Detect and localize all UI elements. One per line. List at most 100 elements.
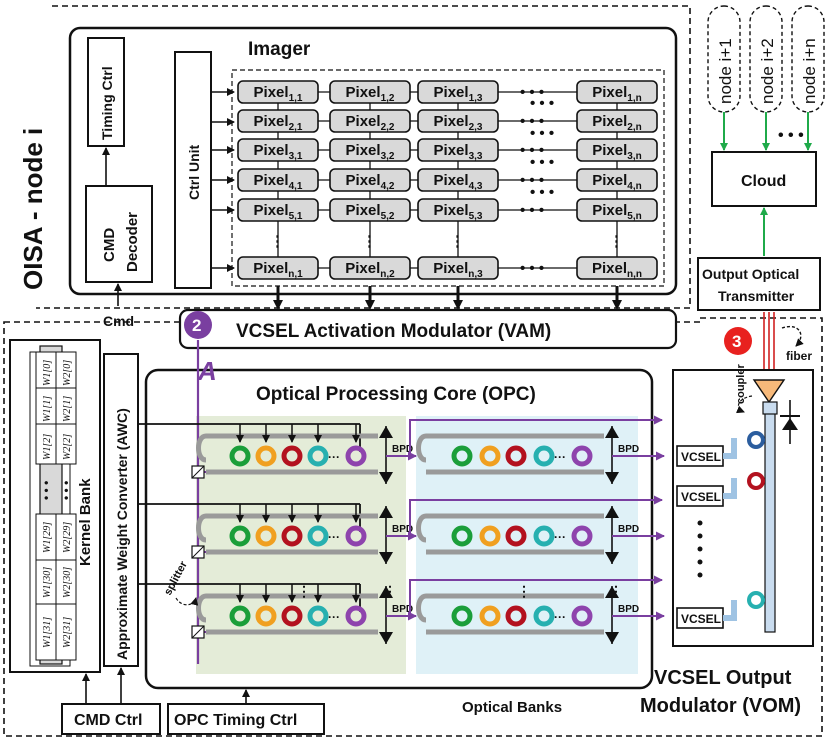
- bank-row: ···BPD···BPD: [138, 583, 665, 644]
- kernel-cell: W1[30]W2[30]: [35, 559, 77, 605]
- lower-boundary: [3, 317, 823, 737]
- bpd-label: BPD: [392, 604, 413, 615]
- pixel-label: Pixel5,3: [434, 202, 483, 222]
- microring: [345, 445, 367, 467]
- pixel-cell: Pixel3,1: [237, 138, 319, 162]
- pixel-label: Pixel5,n: [592, 202, 641, 222]
- row-vdots: ⋮: [383, 583, 397, 599]
- microring: [533, 605, 555, 627]
- kernel-cell: W1[1]W2[1]: [35, 387, 77, 425]
- microring: [505, 445, 527, 467]
- pixel-label: Pixel1,n: [592, 84, 641, 104]
- cmd-decoder-line2: Decoder: [124, 212, 141, 272]
- microring: [479, 605, 501, 627]
- cmd-decoder-line1: CMD: [101, 228, 118, 262]
- kernel-weight: W2[30]: [62, 567, 73, 598]
- microring: [281, 445, 303, 467]
- node-i2-box: [749, 5, 783, 113]
- microring: [281, 605, 303, 627]
- microring: [571, 445, 593, 467]
- vcsel-1: VCSEL: [676, 431, 765, 467]
- pixel-label: Pixeln,1: [253, 260, 303, 280]
- bpd-label: BPD: [618, 444, 639, 455]
- badge-2-label: 2: [192, 316, 201, 335]
- pixel-vdots: ⋮: [270, 233, 285, 250]
- pixel-label: Pixel4,n: [592, 172, 641, 192]
- pixel-cell: Pixel2,2: [329, 109, 411, 133]
- microring: [307, 445, 329, 467]
- bpd-icon: [379, 552, 393, 564]
- pixel-cell: Pixel3,3: [417, 138, 499, 162]
- microring: [255, 445, 277, 467]
- coupler-label: coupler: [735, 364, 747, 404]
- node-in-label: node i+n: [800, 38, 819, 104]
- kernel-ellipsis: • • •: [59, 481, 73, 500]
- pixel-cell: Pixel1,n: [576, 80, 658, 104]
- node-i2-label: node i+2: [758, 38, 777, 104]
- pixel-cell: Pixel1,1: [237, 80, 319, 104]
- coupler: [752, 379, 786, 404]
- svg-text:VCSEL: VCSEL: [681, 490, 721, 504]
- kernel-cell: W1[31]W2[31]: [35, 603, 77, 661]
- vom-dots: [697, 520, 703, 578]
- transmitter-box: [697, 257, 821, 311]
- optical-banks-label: Optical Banks: [462, 699, 562, 716]
- transmitter-line1: Output Optical: [702, 266, 799, 282]
- pixel-cell: Pixel4,1: [237, 168, 319, 192]
- pixel-cell: Pixeln,2: [329, 256, 411, 280]
- cloud-box: [711, 151, 817, 207]
- vom-label-line2: Modulator (VOM): [640, 695, 801, 717]
- node-in-box: [791, 5, 825, 113]
- kernel-weight-cells: W1[0]W2[0]W1[1]W2[1]W1[2]W2[2]W1[29]W2[2…: [29, 345, 77, 667]
- microring: [229, 605, 251, 627]
- ctrl-unit-label: Ctrl Unit: [186, 144, 202, 200]
- pixel-label: Pixel3,1: [254, 142, 303, 162]
- vom-label-line1: VCSEL Output: [654, 667, 792, 689]
- row-vdots: ⋮: [517, 583, 531, 599]
- cmd-label: Cmd: [103, 313, 134, 329]
- opc-timing-label: OPC Timing Ctrl: [174, 712, 297, 729]
- kernel-bank-label: Kernel Bank: [77, 478, 94, 566]
- microring: [451, 605, 473, 627]
- badge-2: [184, 311, 212, 339]
- microring: [451, 525, 473, 547]
- waveguide-bend: [196, 433, 207, 463]
- microring: [345, 525, 367, 547]
- ring-ellipsis: ···: [554, 610, 566, 624]
- microring: [505, 525, 527, 547]
- ring-ellipsis: ···: [328, 610, 340, 624]
- kernel-cell: W1[29]W2[29]: [35, 513, 77, 561]
- pixel-label: Pixel5,1: [254, 202, 303, 222]
- microring: [533, 525, 555, 547]
- microring: [307, 605, 329, 627]
- splitter-pointer: [175, 597, 199, 606]
- pixel-ellipsis: • • •: [520, 113, 544, 130]
- bpd-label: BPD: [392, 444, 413, 455]
- pixel-cell: Pixel5,2: [329, 198, 411, 222]
- badge-3-label: 3: [732, 332, 741, 351]
- pixel-cell: Pixel3,2: [329, 138, 411, 162]
- cmd-ctrl-label: CMD Ctrl: [74, 712, 142, 729]
- timing-ctrl-label: Timing Ctrl: [99, 66, 115, 140]
- microring: [533, 445, 555, 467]
- cloud-label: Cloud: [741, 173, 786, 190]
- pixel-label: Pixel2,3: [434, 113, 483, 133]
- svg-text:VCSEL: VCSEL: [681, 612, 721, 626]
- microring: [307, 525, 329, 547]
- pixel-label: Pixel3,2: [346, 142, 395, 162]
- kernel-cell: W1[2]W2[2]: [35, 423, 77, 465]
- pixel-label: Pixel4,1: [254, 172, 303, 192]
- pixel-label: Pixeln,3: [433, 260, 483, 280]
- bpd-label: BPD: [392, 524, 413, 535]
- coupler-pointer: [736, 395, 753, 414]
- pixel-ellipsis: • • •: [520, 142, 544, 159]
- a-label: A: [197, 356, 217, 386]
- pixel-cell: Pixel4,3: [417, 168, 499, 192]
- pixel-label: Pixeln,2: [345, 260, 395, 280]
- ring-ellipsis: ···: [554, 530, 566, 544]
- remote-nodes: node i+1 node i+2 node i+n • • •: [707, 5, 825, 151]
- microring: [345, 605, 367, 627]
- kernel-weight: W1[1]: [42, 396, 53, 422]
- pixel-vdots: ⋮: [362, 233, 377, 250]
- pixel-label: Pixel4,3: [434, 172, 483, 192]
